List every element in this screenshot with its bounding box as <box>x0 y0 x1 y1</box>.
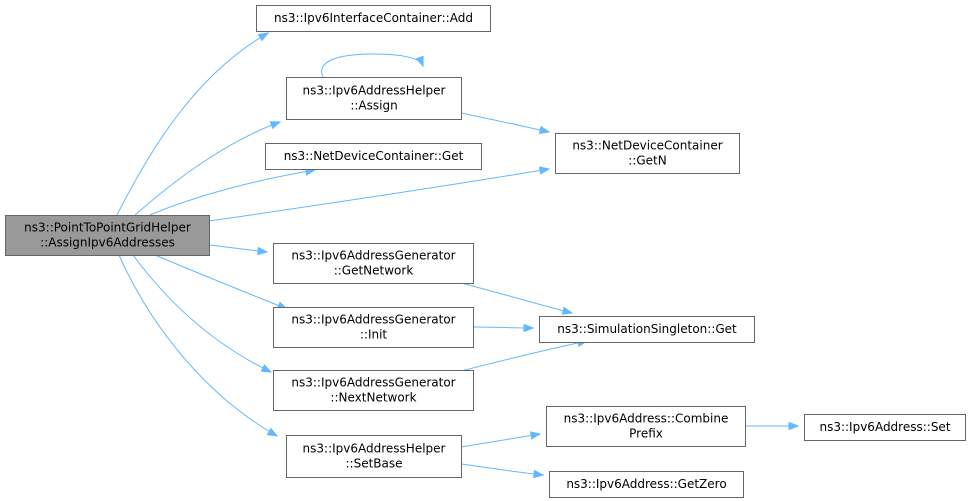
node-ipv6ag-nextnetwork[interactable]: ns3::Ipv6AddressGenerator::NextNetwork <box>273 370 474 411</box>
node-label-line: ns3::Ipv6AddressGenerator <box>291 313 455 327</box>
node-root[interactable]: ns3::PointToPointGridHelper::AssignIpv6A… <box>5 215 210 256</box>
edge-line <box>149 169 316 216</box>
edge-line <box>321 53 424 78</box>
edge-ipv6ah-assign-to-ndc-getn <box>460 112 551 135</box>
node-label-line: ::AssignIpv6Addresses <box>40 236 175 250</box>
edge-line <box>460 282 573 314</box>
edge-root-to-ipv6ag-getnetwork <box>208 244 269 256</box>
node-box <box>273 370 474 411</box>
edge-line <box>460 463 544 476</box>
edges-layer <box>116 32 800 479</box>
edge-ipv6ag-init-to-sim-singleton-get <box>472 323 535 333</box>
edge-line <box>460 112 550 133</box>
node-label-line: ::NextNetwork <box>330 391 416 405</box>
node-sim-singleton-get[interactable]: ns3::SimulationSingleton::Get <box>539 316 755 343</box>
node-ipv6ah-setbase[interactable]: ns3::Ipv6AddressHelper::SetBase <box>286 435 462 478</box>
edge-ipv6ag-nextnetwork-to-sim-singleton-get <box>460 338 589 372</box>
edge-ipv6a-combineprefix-to-ipv6a-set <box>745 421 800 431</box>
node-box <box>273 307 474 348</box>
node-label-line: ns3::NetDeviceContainer::Get <box>284 149 464 163</box>
node-label-line: ns3::Ipv6InterfaceContainer::Add <box>274 11 473 25</box>
edge-arrowhead <box>523 323 535 333</box>
edge-root-to-ipv6ag-nextnetwork <box>132 254 273 373</box>
node-label-line: ns3::Ipv6Address::GetZero <box>566 477 726 491</box>
edge-ipv6ah-assign-to-ipv6ah-assign <box>321 53 424 78</box>
node-ipv6ah-assign[interactable]: ns3::Ipv6AddressHelper::Assign <box>286 77 462 120</box>
edge-line <box>460 433 541 448</box>
edge-arrowhead <box>788 421 800 431</box>
edge-arrowhead <box>533 469 545 479</box>
edge-arrowhead <box>529 431 542 440</box>
nodes-layer: ns3::PointToPointGridHelper::AssignIpv6A… <box>5 5 966 498</box>
edge-arrowhead <box>538 125 551 135</box>
node-box <box>256 5 491 32</box>
node-box <box>286 77 462 120</box>
edge-root-to-ipv6ic-add <box>116 32 270 216</box>
node-label-line: ns3::Ipv6AddressHelper <box>303 84 446 98</box>
node-label-line: ns3::Ipv6AddressGenerator <box>291 376 455 390</box>
edge-arrowhead <box>260 364 273 373</box>
edge-root-to-ndc-get <box>149 167 317 216</box>
edge-line <box>208 168 550 222</box>
node-box <box>555 133 740 174</box>
edge-arrowhead <box>269 121 282 130</box>
edge-arrowhead <box>538 166 551 175</box>
node-label-line: ::Assign <box>350 99 397 113</box>
node-box <box>273 243 474 284</box>
node-label-line: ns3::Ipv6Address::Combine <box>564 412 729 426</box>
edge-ipv6ah-setbase-to-ipv6a-combineprefix <box>460 431 542 448</box>
node-label-line: ns3::Ipv6AddressGenerator <box>291 249 455 263</box>
node-label-line: ns3::SimulationSingleton::Get <box>557 322 737 336</box>
edge-arrowhead <box>257 32 270 42</box>
edge-root-to-ndc-getn <box>208 166 551 222</box>
edge-arrowhead <box>561 306 574 315</box>
node-box <box>286 435 462 478</box>
edge-line <box>154 254 288 310</box>
node-ipv6ic-add[interactable]: ns3::Ipv6InterfaceContainer::Add <box>256 5 491 32</box>
edge-line <box>134 121 281 216</box>
node-label-line: ::GetN <box>628 154 666 168</box>
edge-root-to-ipv6ah-setbase <box>118 254 279 437</box>
edge-root-to-ipv6ah-assign <box>134 121 282 216</box>
node-box <box>5 215 210 256</box>
node-label-line: ::GetNetwork <box>334 264 414 278</box>
edge-arrowhead <box>266 427 279 437</box>
node-label-line: ns3::NetDeviceContainer <box>572 139 722 153</box>
edge-arrowhead <box>257 246 269 256</box>
edge-ipv6ag-getnetwork-to-sim-singleton-get <box>460 282 574 315</box>
node-box <box>549 471 744 498</box>
node-label-line: Prefix <box>629 427 663 441</box>
edge-line <box>132 254 272 373</box>
node-box <box>804 414 966 441</box>
node-label-line: ns3::Ipv6Address::Set <box>819 420 950 434</box>
node-box <box>546 406 746 447</box>
node-ndc-getn[interactable]: ns3::NetDeviceContainer::GetN <box>555 133 740 174</box>
edge-arrowhead <box>415 55 424 68</box>
node-box <box>265 143 482 170</box>
node-ipv6a-getzero[interactable]: ns3::Ipv6Address::GetZero <box>549 471 744 498</box>
node-label-line: ::Init <box>360 328 388 342</box>
node-label-line: ns3::PointToPointGridHelper <box>24 221 191 235</box>
node-label-line: ::SetBase <box>345 457 402 471</box>
node-box <box>539 316 755 343</box>
edge-root-to-ipv6ag-init <box>154 254 289 310</box>
node-ndc-get[interactable]: ns3::NetDeviceContainer::Get <box>265 143 482 170</box>
node-ipv6ag-init[interactable]: ns3::Ipv6AddressGenerator::Init <box>273 307 474 348</box>
edge-ipv6ah-setbase-to-ipv6a-getzero <box>460 463 545 479</box>
edge-line <box>460 340 588 372</box>
edge-line <box>118 254 278 437</box>
node-ipv6a-set[interactable]: ns3::Ipv6Address::Set <box>804 414 966 441</box>
node-ipv6ag-getnetwork[interactable]: ns3::Ipv6AddressGenerator::GetNetwork <box>273 243 474 284</box>
node-label-line: ns3::Ipv6AddressHelper <box>303 442 446 456</box>
edge-line <box>116 32 269 216</box>
